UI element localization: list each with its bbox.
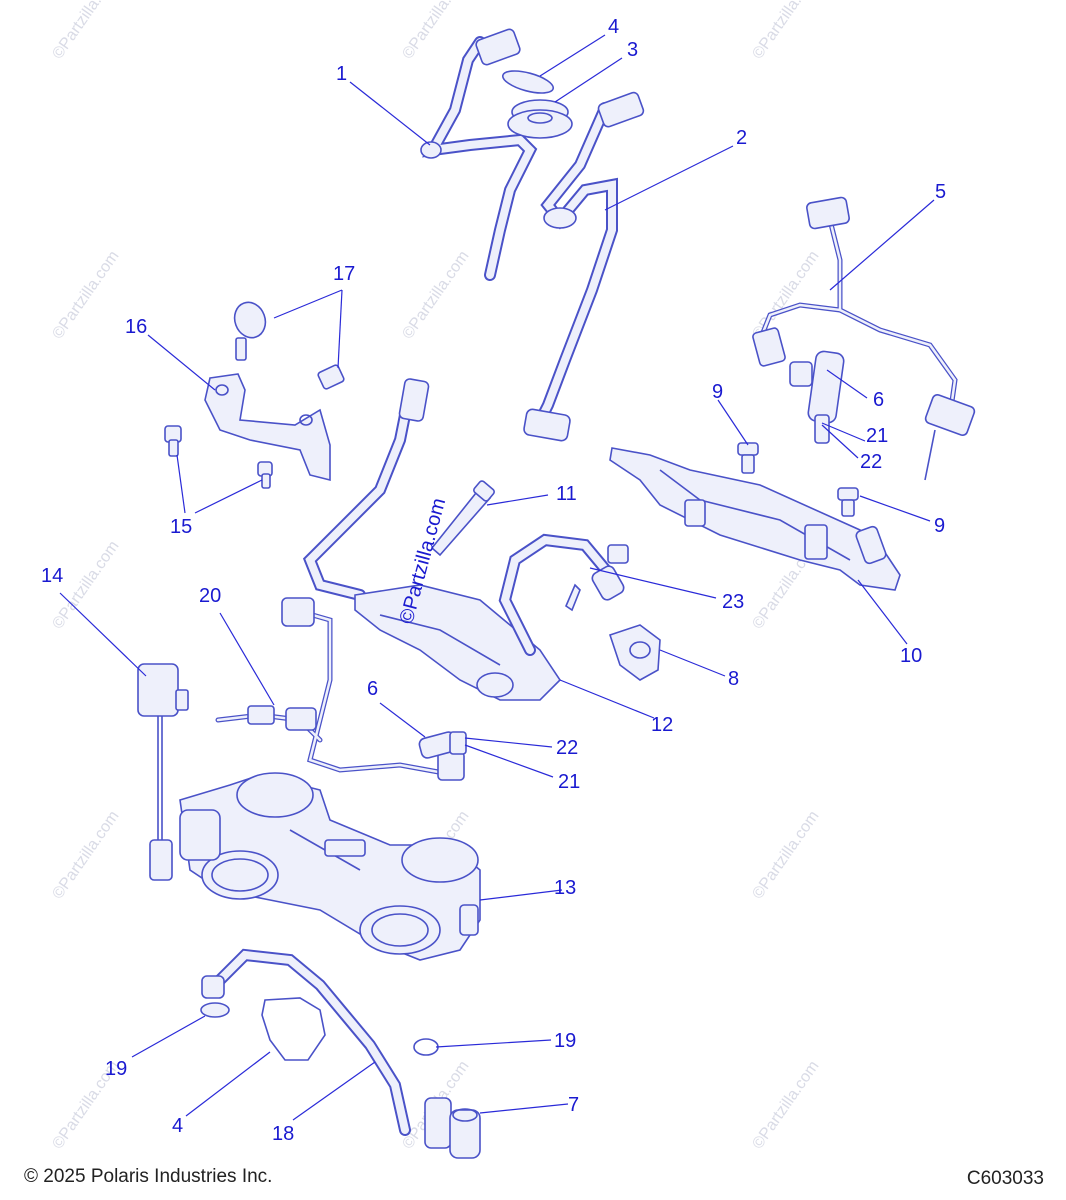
callout-8: 8 xyxy=(728,668,739,690)
watermark-tile: ©Partzilla.com xyxy=(49,808,122,902)
clamp-and-grommet-drawing xyxy=(501,70,573,139)
callout-7: 7 xyxy=(568,1094,579,1116)
callout-12: 12 xyxy=(651,714,673,736)
clamps-19-drawing xyxy=(200,1002,439,1056)
injector-center-drawing xyxy=(418,731,467,759)
hose-18-drawing xyxy=(201,948,411,1136)
callout-19-left: 19 xyxy=(105,1058,127,1080)
callout-22-right: 22 xyxy=(860,451,882,473)
bolt-11-drawing xyxy=(430,480,495,557)
callout-11: 11 xyxy=(556,483,577,505)
bolts-9-drawing xyxy=(737,442,859,517)
fuel-rail-12-drawing xyxy=(302,378,562,701)
callout-15: 15 xyxy=(170,516,192,538)
zip-tie-4-drawing xyxy=(261,997,326,1061)
bracket-16-drawing xyxy=(164,301,345,489)
callout-9-bottom: 9 xyxy=(934,515,945,537)
callout-labels: 1 2 3 4 5 6 9 21 22 9 10 11 12 23 8 6 22… xyxy=(41,16,946,1145)
callout-6-right: 6 xyxy=(873,389,884,411)
parts-diagram: ©Partzilla.com ©Partzilla.com ©Partzilla… xyxy=(41,0,976,1159)
callout-4-bottom: 4 xyxy=(172,1115,183,1137)
callout-20: 20 xyxy=(199,585,221,607)
watermark-tiles: ©Partzilla.com ©Partzilla.com ©Partzilla… xyxy=(49,0,822,1152)
callout-21-right: 21 xyxy=(866,425,888,447)
watermark-tile: ©Partzilla.com xyxy=(749,808,822,902)
watermark-tile: ©Partzilla.com xyxy=(49,0,122,62)
callout-6-center: 6 xyxy=(367,678,378,700)
watermark-tile: ©Partzilla.com xyxy=(399,0,472,62)
fuel-hose-2-drawing xyxy=(523,91,645,442)
callout-4-top: 4 xyxy=(608,16,619,38)
callout-3: 3 xyxy=(627,39,638,61)
watermark-tile: ©Partzilla.com xyxy=(399,248,472,342)
callout-21-center: 21 xyxy=(558,771,580,793)
callout-13: 13 xyxy=(554,877,576,899)
watermark-tile: ©Partzilla.com xyxy=(749,248,822,342)
callout-10: 10 xyxy=(900,645,922,667)
callout-2: 2 xyxy=(736,127,747,149)
clip-8-drawing xyxy=(608,624,661,681)
copyright-text: © 2025 Polaris Industries Inc. xyxy=(24,1166,273,1187)
callout-18: 18 xyxy=(272,1123,294,1145)
watermark-tile: ©Partzilla.com xyxy=(49,248,122,342)
sensor-14-drawing xyxy=(137,663,189,881)
callout-17: 17 xyxy=(333,263,355,285)
throttle-body-13-drawing xyxy=(179,772,481,961)
callout-1: 1 xyxy=(336,63,347,85)
callout-14: 14 xyxy=(41,565,63,587)
leader-lines xyxy=(59,34,935,1121)
harness-20-drawing xyxy=(215,597,465,781)
callout-22-center: 22 xyxy=(556,737,578,759)
holder-7-drawing xyxy=(424,1097,481,1159)
callout-5: 5 xyxy=(935,181,946,203)
injector-right-drawing xyxy=(789,350,845,444)
fuel-rail-10-drawing xyxy=(609,447,901,591)
diagram-code: C603033 xyxy=(966,1168,1044,1189)
fuel-hose-1-drawing xyxy=(420,28,538,281)
hose-23-drawing xyxy=(498,533,629,656)
injector-harness-drawing xyxy=(752,196,976,481)
callout-19-right: 19 xyxy=(554,1030,576,1052)
watermark-tile: ©Partzilla.com xyxy=(749,0,822,62)
callout-9-top: 9 xyxy=(712,381,723,403)
watermark-tile: ©Partzilla.com xyxy=(749,1058,822,1152)
callout-23: 23 xyxy=(722,591,744,613)
callout-16: 16 xyxy=(125,316,147,338)
